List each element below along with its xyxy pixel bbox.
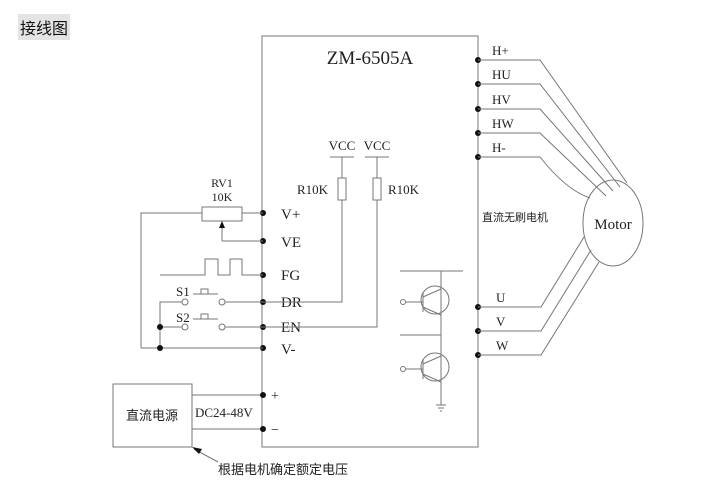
left-pin-group: V+ VE FG DR EN V- [260,207,302,358]
pin-h-minus: H- [492,140,506,155]
fg-pulse-signal [160,258,263,276]
power-supply-label: 直流电源 [126,409,178,424]
pin-hu: HU [492,67,511,82]
pin-w: W [496,338,509,353]
pullup-dr: VCC R10K [263,138,356,303]
pin-ve: VE [281,235,301,251]
pot-value: 10K [212,190,233,204]
switch2-label: S2 [176,310,190,325]
pin-minus: − [271,423,279,438]
page-title: 接线图 [18,14,71,40]
motor-label: Motor [594,217,632,233]
pin-hv: HV [492,92,511,107]
note-text: 根据电机确定额定电压 [218,463,348,478]
switch-s1: S1 [159,284,263,348]
pin-v-minus: V- [281,342,295,358]
driver-model: ZM-6505A [327,48,414,69]
pullup-en: VCC R10K [263,138,420,328]
phase-pin-group: U V W [475,236,600,358]
vcc1-label: VCC [329,138,356,153]
r2-label: R10K [388,182,420,197]
vcc2-label: VCC [364,138,391,153]
switch1-label: S1 [176,284,190,299]
pin-v-plus: V+ [281,207,300,223]
hall-pin-group: H+ HU HV HW H- [475,43,628,199]
transistor-bridge-icon [400,270,463,412]
pin-fg: FG [281,268,300,284]
power-supply: 直流电源 + − DC24-48V [112,383,279,448]
potentiometer-rv1: RV1 10K [140,176,263,348]
motor-type-label: 直流无刷电机 [482,210,548,224]
switch-s2: S2 [160,310,263,331]
pin-u: U [496,290,506,305]
pot-name: RV1 [211,176,233,190]
pin-en: EN [281,320,301,336]
voltage-note: 根据电机确定额定电压 [192,447,348,478]
pin-plus: + [271,389,279,404]
pin-v: V [496,314,506,329]
pin-h-plus: H+ [492,43,509,58]
r1-label: R10K [297,182,329,197]
pin-hw: HW [492,116,514,131]
voltage-label: DC24-48V [195,405,253,420]
pin-dr: DR [281,295,302,311]
motor: Motor [582,179,644,267]
